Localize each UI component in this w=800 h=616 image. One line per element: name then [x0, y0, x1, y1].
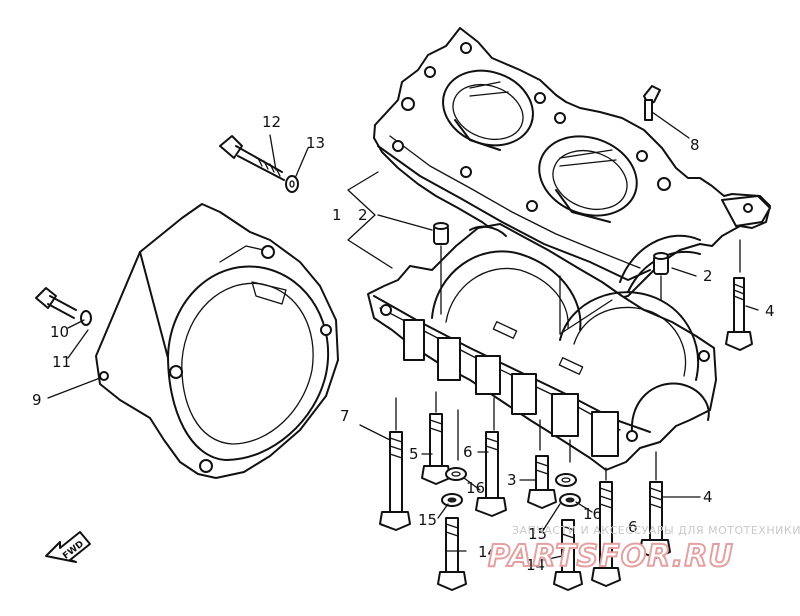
callout-10: 10 — [50, 323, 69, 341]
callout-14-left: 14 — [478, 543, 497, 561]
bolt-10 — [35, 287, 77, 319]
bolt-12 — [219, 135, 285, 181]
callout-13: 13 — [306, 134, 325, 152]
callout-4-upper: 4 — [765, 302, 775, 320]
callout-7: 7 — [340, 407, 350, 425]
callout-5: 5 — [409, 445, 419, 463]
leader-lines — [47, 111, 759, 561]
dowel-pin-2 — [433, 222, 669, 275]
bolt-14-left — [437, 517, 467, 591]
bolt-3 — [527, 455, 557, 509]
watermark-brand: PARTSFOR.RU — [488, 539, 734, 574]
washer-13 — [285, 175, 299, 193]
callout-9: 9 — [32, 391, 42, 409]
flywheel-cover — [95, 203, 339, 479]
callout-2-upper: 2 — [358, 206, 368, 224]
callout-labels: 1 2 2 3 4 4 5 6 6 7 8 9 10 11 12 13 14 1… — [32, 113, 775, 574]
bolt-7 — [379, 431, 411, 531]
callout-6-right: 6 — [628, 518, 638, 536]
bolt-4-upper — [725, 277, 753, 351]
callout-1: 1 — [332, 206, 342, 224]
callout-3: 3 — [507, 471, 517, 489]
washers-15-16 — [441, 467, 581, 507]
bolt-6-left — [475, 431, 507, 517]
bolt-6-right — [591, 481, 621, 587]
fitting-8 — [643, 85, 661, 121]
callout-14-right: 14 — [526, 556, 545, 574]
lower-crankcase — [367, 223, 717, 471]
assembly-lines — [395, 239, 741, 481]
callout-2-right: 2 — [703, 267, 713, 285]
callout-16-left: 16 — [466, 479, 485, 497]
watermark: ЗАПЧАСТИ И АКСЕССУАРЫ ДЛЯ МОТОТЕХНИКИ PA… — [487, 524, 800, 575]
bolt-14-right — [553, 519, 583, 591]
callout-6-left: 6 — [463, 443, 473, 461]
callout-8: 8 — [690, 136, 700, 154]
watermark-caption: ЗАПЧАСТИ И АКСЕССУАРЫ ДЛЯ МОТОТЕХНИКИ — [512, 524, 800, 537]
bolt-5 — [421, 413, 451, 485]
callout-12: 12 — [262, 113, 281, 131]
bolt-4-lower — [639, 481, 671, 559]
callout-11: 11 — [52, 353, 71, 371]
callout-4-lower: 4 — [703, 488, 713, 506]
washer-11 — [80, 310, 92, 326]
upper-crankcase — [373, 27, 771, 301]
callout-15-right: 15 — [528, 525, 547, 543]
callout-16-right: 16 — [583, 505, 602, 523]
fwd-arrow-icon: FWD — [45, 531, 91, 563]
callout-15-left: 15 — [418, 511, 437, 529]
